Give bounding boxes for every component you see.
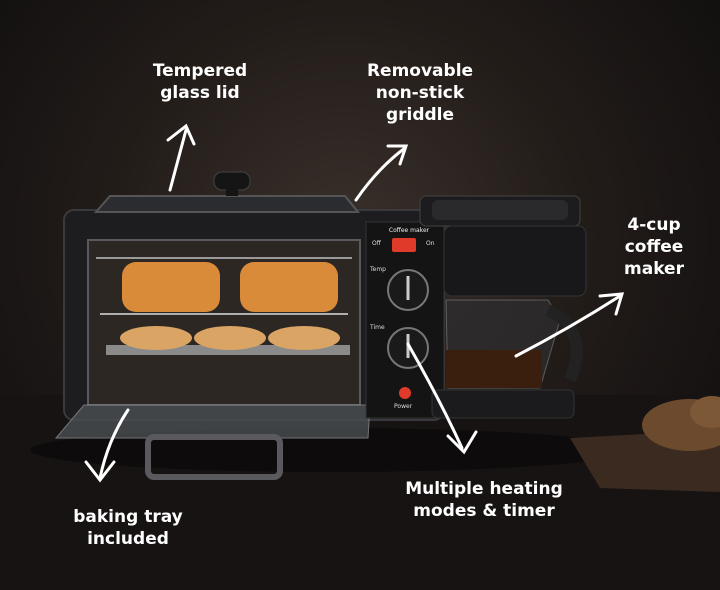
- callout-coffee: 4-cup coffee maker: [604, 214, 704, 280]
- glass-lid: [93, 195, 361, 213]
- coffee-switch: [392, 238, 416, 252]
- callout-arrows: [84, 123, 625, 483]
- coffee-maker: [419, 195, 587, 419]
- baking-tray: [106, 345, 350, 355]
- panel-time: Time: [370, 324, 385, 331]
- arrow-lid: [168, 128, 188, 192]
- callout-modes: Multiple heating modes & timer: [396, 478, 572, 522]
- callout-coffee-line: coffee: [624, 237, 684, 257]
- callout-lid: Tempered glass lid: [140, 60, 260, 104]
- oven-door: [54, 404, 371, 439]
- callout-coffee-line: maker: [624, 259, 684, 279]
- power-light: [399, 387, 411, 399]
- toaster-oven: [54, 171, 445, 480]
- callout-griddle: Removable non-stick griddle: [360, 60, 480, 126]
- toast-left: [122, 262, 220, 312]
- callout-griddle-line: Removable: [366, 61, 474, 81]
- bread-basket: [570, 396, 720, 492]
- panel-temp: Temp: [370, 266, 386, 273]
- panel-off: Off: [372, 240, 381, 247]
- callout-lid-line: glass lid: [160, 83, 240, 103]
- coffee: [446, 350, 542, 388]
- callout-tray-line: included: [87, 529, 169, 549]
- callout-tray-line: baking tray: [73, 507, 183, 527]
- callout-modes-line: Multiple heating: [405, 479, 563, 499]
- arrow-coffee: [514, 294, 622, 358]
- callout-griddle-line: griddle: [385, 105, 455, 125]
- callout-coffee-line: 4-cup: [627, 215, 681, 235]
- arrow-griddle: [354, 146, 407, 202]
- panel-power: Power: [394, 403, 413, 410]
- arrow-tray: [98, 408, 130, 480]
- panel-title: Coffee maker: [388, 227, 430, 234]
- toast-right: [240, 262, 338, 312]
- callout-tray: baking tray included: [58, 506, 198, 550]
- callout-griddle-line: non-stick: [375, 83, 465, 103]
- door-handle: [145, 434, 283, 480]
- callout-lid-line: Tempered: [152, 61, 248, 81]
- callout-modes-line: modes & timer: [413, 501, 555, 521]
- arrow-modes: [406, 342, 464, 450]
- panel-on: On: [426, 240, 435, 247]
